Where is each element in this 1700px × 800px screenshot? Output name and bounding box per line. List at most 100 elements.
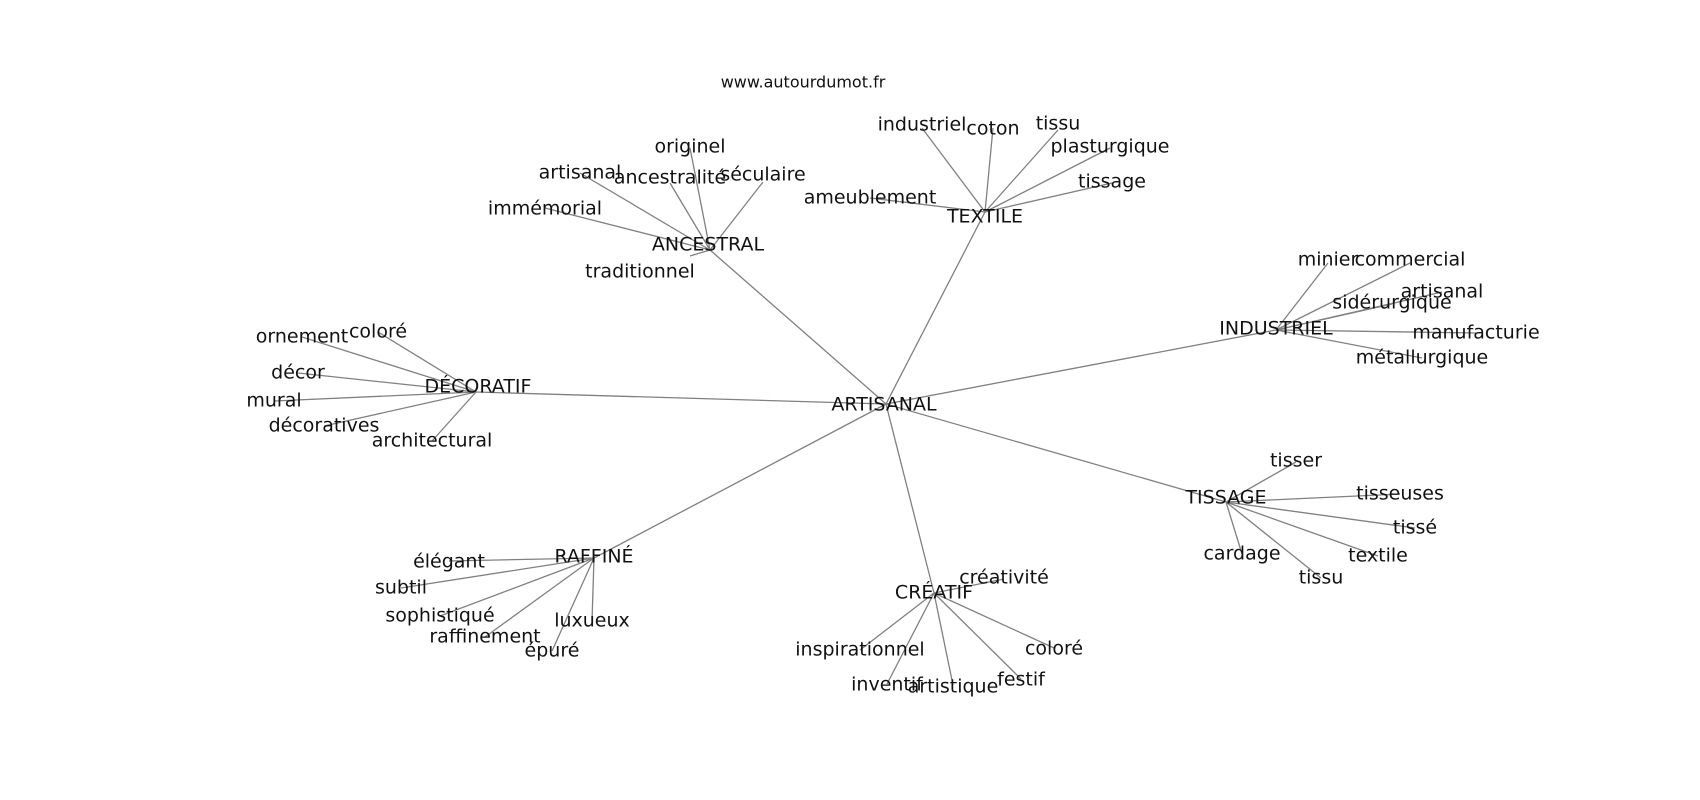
word-node-label: coloré [1025, 638, 1083, 660]
hub-to-word-edge [933, 592, 1055, 649]
hub-to-word-edge [273, 391, 477, 402]
center-to-hub-edge [885, 403, 935, 594]
hub-node-label: ANCESTRAL [652, 234, 765, 256]
word-node-label: minier [1298, 249, 1359, 271]
word-node-label: industriel [878, 114, 967, 136]
hub-node-label: INDUSTRIEL [1219, 318, 1333, 340]
hub-to-word-edge [431, 391, 477, 442]
word-node-label: inspirationnel [795, 639, 924, 661]
word-node-label: inventif [851, 674, 924, 696]
hub-to-word-edge [921, 127, 986, 213]
word-node-label: subtil [375, 577, 427, 599]
word-node-label: commercial [1355, 249, 1466, 271]
hub-to-word-edge [933, 592, 1022, 680]
hub-to-word-edge [933, 578, 1005, 594]
word-node-label: métallurgique [1356, 347, 1489, 369]
hub-node-label: RAFFINÉ [554, 545, 633, 568]
hub-to-word-edge [1275, 329, 1477, 334]
word-node-label: originel [654, 136, 725, 158]
hub-to-word-edge [1225, 501, 1379, 557]
hub-to-word-edge [591, 557, 595, 622]
hub-to-word-edge [886, 592, 935, 685]
word-node-label: artisanal [539, 162, 622, 184]
hub-to-word-edge [323, 391, 477, 427]
hub-to-word-edge [439, 557, 595, 617]
hub-to-word-edge [544, 207, 711, 251]
word-node-label: artisanal [1401, 281, 1484, 303]
center-to-hub-edge [593, 403, 887, 559]
graph-edges [273, 127, 1477, 686]
hub-to-word-edge [484, 557, 595, 638]
word-node-label: ancestralité [614, 167, 726, 189]
hub-to-word-edge [448, 557, 595, 562]
hub-to-word-edge [551, 557, 595, 652]
word-node-label: décor [271, 362, 325, 384]
word-node-label: coloré [349, 321, 407, 343]
hub-to-word-edge [709, 181, 764, 251]
word-node-label: sidérurgique [1332, 292, 1451, 314]
word-node-label: festif [997, 669, 1046, 691]
word-node-label: créativité [959, 567, 1049, 589]
center-to-hub-edge [885, 211, 986, 405]
word-node-label: élégant [413, 551, 485, 573]
word-node-label: mural [246, 390, 301, 412]
hub-to-word-edge [1225, 501, 1243, 555]
hub-to-word-edge [859, 592, 935, 651]
word-node-label: traditionnel [585, 261, 695, 283]
hub-to-word-edge [400, 557, 595, 589]
hub-to-word-edge [933, 592, 954, 686]
hub-to-word-edge [301, 336, 477, 393]
hub-to-word-edge [579, 172, 711, 251]
word-node-label: tissu [1036, 113, 1081, 135]
center-to-hub-edge [885, 329, 1277, 405]
word-node-label: tissage [1078, 171, 1146, 193]
hub-to-word-edge [669, 182, 711, 251]
word-node-label: manufacturie [1412, 322, 1539, 344]
word-node-label: architectural [372, 430, 493, 452]
hub-to-word-edge [689, 249, 711, 257]
word-node-label: artistique [908, 676, 999, 698]
word-node-label: coton [966, 118, 1019, 140]
hub-to-word-edge [984, 127, 994, 213]
word-node-label: décoratives [269, 415, 380, 437]
word-node-label: tissu [1299, 567, 1344, 589]
hub-to-word-edge [377, 331, 477, 393]
hub-to-word-edge [869, 197, 986, 213]
word-node-label: luxueux [554, 610, 630, 632]
word-node-label: plasturgique [1051, 136, 1170, 158]
hub-to-word-edge [984, 182, 1113, 213]
center-node-label: ARTISANAL [831, 394, 937, 416]
word-node-label: tisser [1270, 450, 1322, 472]
word-node-label: tissé [1393, 517, 1437, 539]
hub-to-word-edge [1275, 291, 1443, 331]
hub-to-word-edge [1275, 329, 1423, 359]
word-node-label: raffinement [429, 626, 540, 648]
hub-to-word-edge [1225, 501, 1416, 529]
word-node-label: ameublement [804, 187, 937, 209]
word-node-label: immémorial [488, 198, 602, 220]
hub-to-word-edge [1225, 461, 1297, 503]
hub-to-word-edge [297, 372, 477, 393]
hub-node-label: DÉCORATIF [425, 375, 532, 398]
hub-to-word-edge [1275, 262, 1329, 331]
hub-to-word-edge [1225, 501, 1322, 579]
hub-node-label: TISSAGE [1184, 487, 1266, 509]
word-node-label: cardage [1203, 543, 1280, 565]
word-node-label: tisseuses [1356, 483, 1444, 505]
hub-to-word-edge [1225, 493, 1401, 503]
hub-to-word-edge [984, 129, 1059, 213]
word-node-label: séculaire [720, 164, 805, 186]
center-to-hub-edge [885, 403, 1227, 503]
center-to-hub-edge [475, 391, 887, 405]
word-node-label: sophistiqué [385, 605, 494, 627]
hub-to-word-edge [1275, 262, 1411, 331]
word-node-label: épuré [525, 640, 580, 662]
word-node-label: textile [1348, 545, 1408, 567]
hub-node-label: TEXTILE [946, 206, 1023, 228]
graph-labels: www.autourdumot.fr ANCESTRAL originel arti… [246, 73, 1539, 698]
hub-to-word-edge [689, 147, 711, 251]
center-to-hub-edge [709, 249, 887, 405]
hub-to-word-edge [984, 147, 1111, 213]
source-url: www.autourdumot.fr [721, 73, 886, 92]
